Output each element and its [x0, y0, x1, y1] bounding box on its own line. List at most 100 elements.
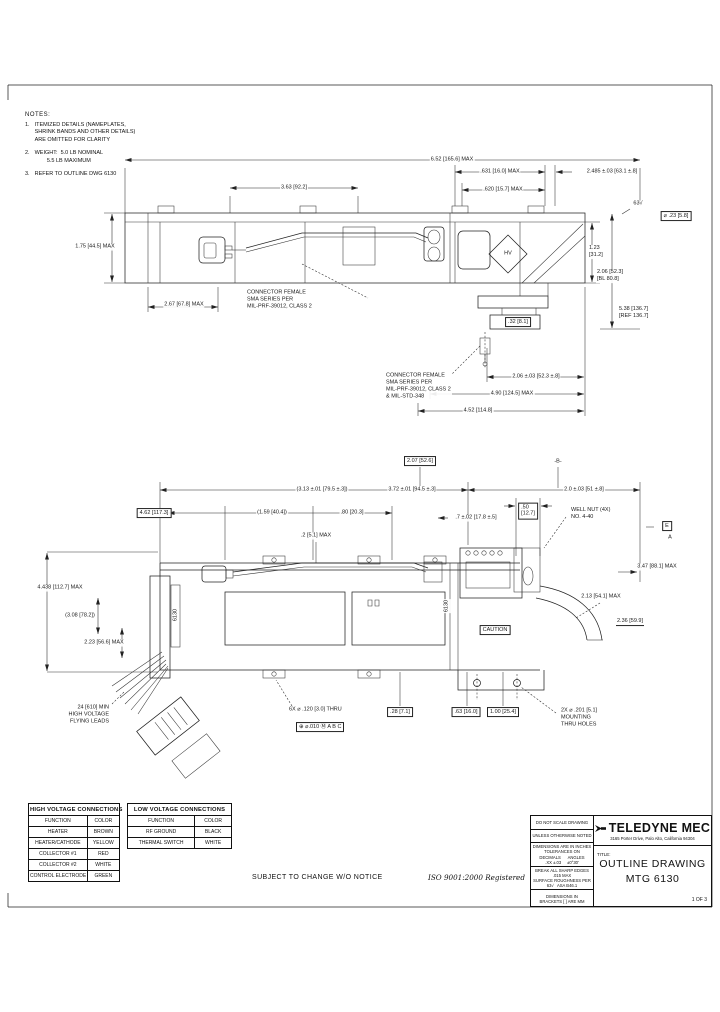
dim-mid-3: 2.0 ±.03 [51 ±.8]	[563, 486, 605, 494]
notes-block: NOTES: 1.ITEMIZED DETAILS (NAMEPLATES, S…	[25, 112, 175, 185]
company-name: TELEDYNE MEC	[608, 821, 711, 835]
table-cell: RF GROUND	[128, 827, 196, 837]
warning-tag-2	[171, 733, 221, 779]
dim-mid-9: .2 [5.1] MAX	[299, 532, 333, 540]
dim-mid-5: (1.59 [40.4])	[256, 509, 288, 517]
title-block-note-cell: UNLESS OTHERWISE NOTED	[531, 830, 593, 843]
drawing-number: MTG 6130	[625, 873, 680, 885]
callout-connector-2: CONNECTOR FEMALE SMA SERIES PER MIL-PRF-…	[385, 372, 452, 400]
change-note: SUBJECT TO CHANGE W/O NOTICE	[252, 874, 383, 881]
note-number: 3.	[25, 171, 30, 178]
dim-angle: 2.485 ±.03 [63.1 ±.8]	[585, 168, 639, 176]
dim-bottom-box-3: 1.00 [25.4]	[487, 707, 519, 717]
table-cell: HEATER	[29, 827, 88, 837]
table-cell: COLLECTOR #2	[29, 860, 88, 870]
table-cell: HEATER/CATHODE	[29, 838, 88, 848]
dim-length-2: 3.63 [92.2]	[280, 184, 308, 192]
datum-e: E	[662, 521, 672, 531]
dim-right-a: .631 [16.0] MAX	[479, 168, 521, 176]
company-logo-row: TELEDYNE MEC	[594, 821, 711, 835]
dim-mid-2: 3.72 ±.01 [94.5 ±.3]	[387, 486, 437, 494]
table-header-row: FUNCTION COLOR	[29, 816, 119, 826]
note-item: 2.WEIGHT: 5.0 LB NOMINAL 5.5 LB MAXIMUM	[25, 150, 175, 165]
dim-foot: .32 [8.1]	[505, 317, 531, 327]
table-cell: YELLOW	[92, 840, 114, 846]
table-header-cell: COLOR	[204, 818, 222, 824]
note-text: ITEMIZED DETAILS (NAMEPLATES, SHRINK BAN…	[34, 122, 136, 143]
callout-hv-leads: 24 [610] MIN HIGH VOLTAGE FLYING LEADS	[67, 704, 110, 726]
dim-right-stack-1: 1.23 [31.2]	[588, 245, 604, 259]
dim-mid-left-3: 2.23 [56.6] MAX	[83, 639, 125, 647]
dim-hole: ⌀ .23 [5.8]	[660, 211, 692, 221]
table-cell: CONTROL ELECTRODE	[30, 871, 88, 881]
vertical-marking-right: 6130	[443, 598, 451, 614]
callout-6x-holes: 6X ⌀ .120 [3.0] THRU	[288, 706, 343, 714]
dim-left-bottom: 2.67 [67.8] MAX	[163, 301, 205, 309]
dim-bottom-box-2: .63 [16.0]	[451, 707, 481, 717]
dim-mid-left-2: (3.08 [78.2])	[64, 612, 96, 620]
company-address: 3165 Porter Drive, Palo Alto, California…	[594, 836, 711, 846]
table-row: THERMAL SWITCH WHITE	[128, 837, 231, 848]
dim-mid-right-3: 2.36 [59.9]	[616, 618, 644, 626]
callout-well-nut: WELL NUT (4X) NO. 4-40	[570, 507, 612, 521]
table-row: COLLECTOR #1 RED	[29, 848, 119, 859]
dim-mid-top: 2.07 [52.6]	[404, 456, 436, 466]
table-row: CONTROL ELECTRODE GREEN	[29, 870, 119, 881]
vertical-marking-left: 6130	[172, 607, 180, 623]
drawing-title: OUTLINE DRAWING	[599, 858, 706, 870]
dim-overall-length: 6.52 [165.6] MAX	[429, 156, 475, 164]
title-label: TITLE:	[597, 852, 611, 857]
table-cell: COLLECTOR #1	[29, 849, 88, 859]
title-block-note-cell: BREAK ALL SHARP EDGES .015 MAX SURFACE R…	[531, 867, 593, 890]
dim-bottom-box-1: .28 [7.1]	[387, 707, 413, 717]
table-header-row: FUNCTION COLOR	[128, 816, 231, 826]
notes-title: NOTES:	[25, 112, 51, 118]
table-cell: GREEN	[94, 873, 113, 879]
callout-connector-1: CONNECTOR FEMALE SMA SERIES PER MIL-PRF-…	[246, 289, 313, 311]
dim-mid-8: .7 ±.02 [17.8 ±.5]	[454, 514, 498, 522]
datum-b: -B-	[553, 458, 563, 466]
table-cell: THERMAL SWITCH	[128, 838, 196, 848]
sheet-frame	[7, 84, 713, 908]
note-item: 3. REFER TO OUTLINE DWG 6130	[25, 171, 175, 178]
note-text: WEIGHT: 5.0 LB NOMINAL 5.5 LB MAXIMUM	[34, 150, 104, 164]
teledyne-logo-icon	[594, 824, 606, 832]
table-header-cell: COLOR	[94, 818, 113, 824]
dim-height: 1.75 [44.5] MAX	[74, 243, 116, 251]
table-header-cell: FUNCTION	[128, 816, 196, 826]
plan-view	[45, 467, 654, 779]
dim-right-stack-2: 2.06 [52.3] [BL 80.8]	[596, 269, 624, 283]
dim-bottom-2: 4.90 [124.5] MAX	[489, 390, 535, 398]
dim-mid-6: .80 [20.3]	[339, 509, 365, 517]
caution-label: CAUTION	[479, 625, 511, 635]
sheet-number: 1 OF 3	[691, 897, 707, 903]
iso-registered-note: ISO 9001:2000 Registered	[428, 873, 525, 882]
note-text: REFER TO OUTLINE DWG 6130	[34, 171, 117, 178]
dim-bottom-1: 2.06 ±.03 [52.3 ±.8]	[511, 373, 561, 381]
title-block-note-cell: DO NOT SCALE DRAWING	[531, 816, 593, 830]
feature-control-frame: ⊕ ⌀.010 Ⓜ A B C	[296, 722, 345, 732]
dim-mid-right-1: 3.47 [88.1] MAX	[636, 563, 678, 571]
note-item: 1.ITEMIZED DETAILS (NAMEPLATES, SHRINK B…	[25, 122, 175, 144]
datum-a: A	[667, 534, 673, 542]
dim-right-stack-3: 5.38 [136.7] [REF 136.7]	[618, 306, 650, 320]
table-header-cell: FUNCTION	[29, 816, 88, 826]
dim-mid-left-1: 4.438 [112.7] MAX	[36, 584, 84, 592]
warning-tag	[136, 696, 200, 756]
dim-right-b: .620 [15.7] MAX	[482, 186, 524, 194]
dim-bottom-3: 4.52 [114.8]	[462, 407, 494, 415]
table-cell: RED	[98, 851, 109, 857]
title-block-main: TELEDYNE MEC 3165 Porter Drive, Palo Alt…	[594, 816, 711, 906]
dim-mid-7: .50 [12.7]	[518, 502, 538, 520]
table-cell: WHITE	[205, 840, 222, 846]
surface-finish-mark: 63√	[632, 200, 644, 208]
hv-diamond-label: HV	[503, 250, 513, 258]
callout-mounting-holes: 2X ⌀ .201 [5.1] MOUNTING THRU HOLES	[560, 707, 599, 729]
